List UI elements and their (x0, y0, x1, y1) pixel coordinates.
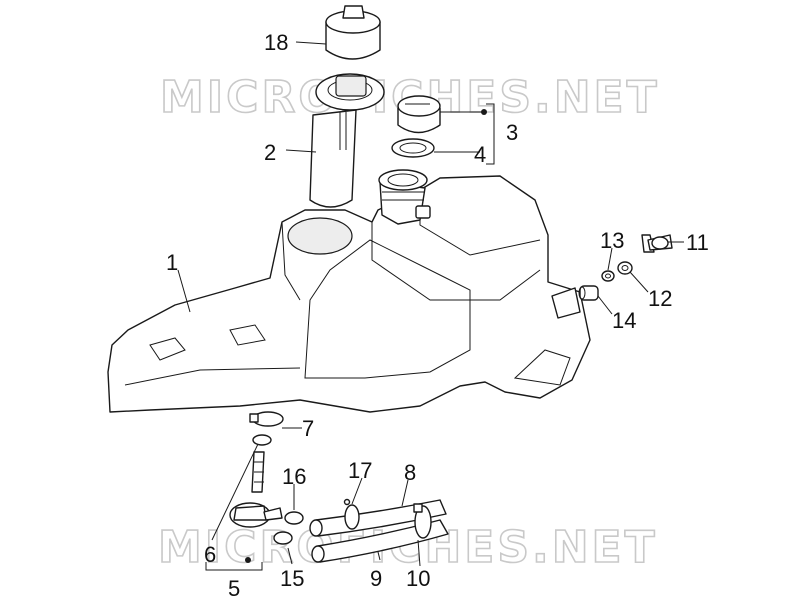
clip-16-part[interactable] (284, 511, 304, 525)
fuel-tank-part[interactable] (107, 169, 591, 413)
clip-15-part[interactable] (273, 531, 293, 545)
callout-12: 12 (648, 286, 672, 311)
callout-2: 2 (264, 140, 276, 165)
callout-17: 17 (348, 458, 372, 483)
bullet-dot-5 (245, 557, 251, 563)
hose-clamp-10-part[interactable] (413, 503, 432, 539)
o-ring-part[interactable] (252, 434, 272, 446)
washer-part[interactable] (617, 261, 633, 275)
filler-cap-part[interactable] (397, 95, 441, 134)
fuel-tap-part[interactable] (229, 451, 283, 563)
callout-14: 14 (612, 308, 636, 333)
callout-11: 11 (686, 230, 709, 255)
hose-clip-17-part[interactable] (343, 498, 360, 530)
callout-13: 13 (600, 228, 624, 253)
callout-4: 4 (474, 142, 486, 167)
callout-15: 15 (280, 566, 304, 591)
fuel-cap-part[interactable] (325, 5, 381, 60)
callout-10: 10 (406, 566, 430, 591)
spacer-part[interactable] (578, 285, 599, 301)
callout-16: 16 (282, 464, 306, 489)
leader-lines (177, 41, 684, 571)
callout-labels: 18 2 3 4 1 7 6 5 16 15 17 8 9 10 11 13 1… (166, 30, 709, 600)
callout-3: 3 (506, 120, 518, 145)
bolt-part[interactable] (641, 234, 673, 253)
callout-6: 6 (204, 542, 216, 567)
fuel-sender-part[interactable] (309, 73, 385, 208)
callout-5: 5 (228, 576, 240, 600)
hose-clamp-part[interactable] (249, 411, 284, 427)
callout-1: 1 (166, 250, 178, 275)
small-washer-part[interactable] (601, 270, 615, 282)
callout-7: 7 (302, 416, 314, 441)
seal-ring-part[interactable] (391, 138, 435, 158)
callout-8: 8 (404, 460, 416, 485)
callout-9: 9 (370, 566, 382, 591)
callout-18: 18 (264, 30, 288, 55)
